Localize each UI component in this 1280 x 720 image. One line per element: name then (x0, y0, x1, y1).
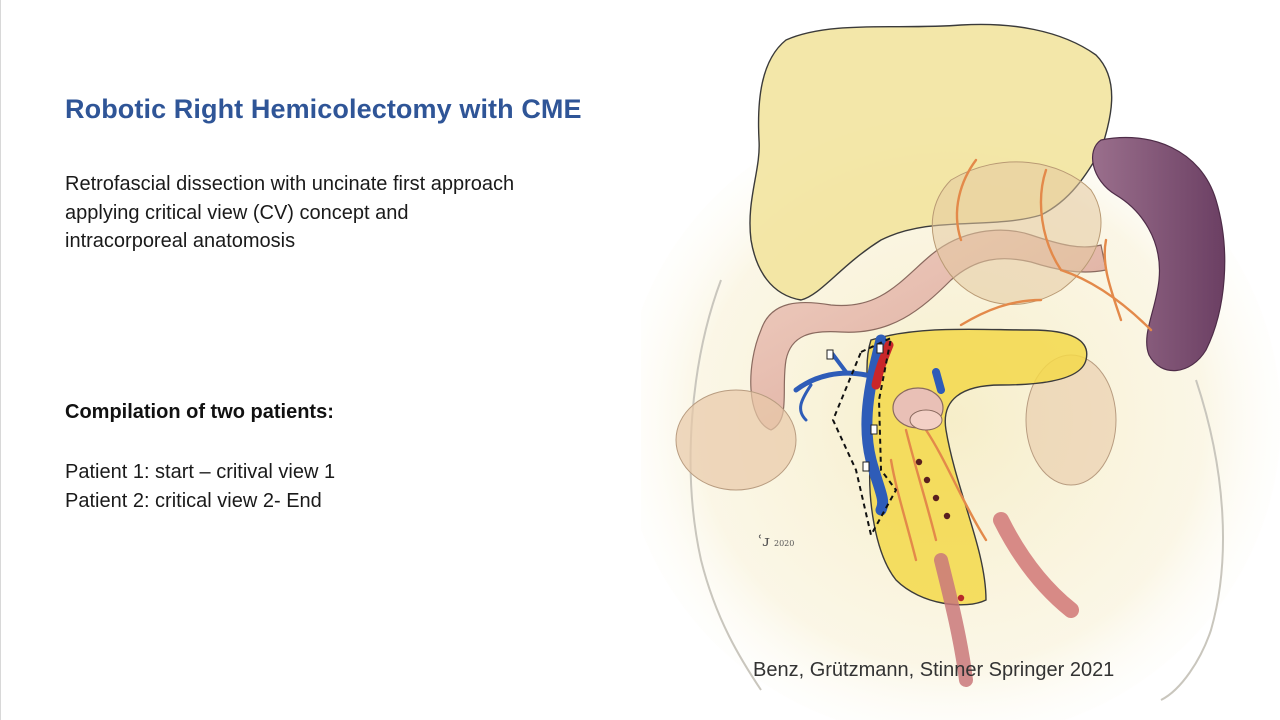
spleen (1092, 136, 1226, 372)
anatomy-illustration: ʿᴊ 2020 (641, 23, 1280, 720)
artist-signature-year: 2020 (774, 539, 794, 548)
citation: Benz, Grützmann, Stinner Springer 2021 (753, 659, 1115, 681)
vein-branch-4 (932, 368, 945, 394)
inferior-vena-cava (934, 553, 973, 687)
critical-view-outline (831, 336, 898, 538)
slide-title: Robotic Right Hemicolectomy with CME (65, 94, 582, 124)
vein-branch-3 (799, 383, 813, 422)
surgical-clips (826, 343, 884, 472)
abdominal-outline-right (1160, 379, 1224, 701)
description-line-2: applying critical view (CV) concept and (65, 201, 409, 224)
lymph-nodes (915, 458, 965, 602)
compilation-heading: Compilation of two patients: (65, 401, 334, 423)
superior-mesenteric-vein (861, 334, 889, 516)
aorta (993, 512, 1079, 618)
description-line-1: Retrofascial dissection with uncinate fi… (65, 173, 515, 195)
patient-list: Patient 1: start – critival view 1 Patie… (65, 458, 335, 516)
duodenum-opening (909, 409, 943, 431)
vein-branch-1 (793, 370, 869, 393)
patient-2-line: Patient 2: critical view 2- End (65, 490, 322, 512)
slide-description: Retrofascial dissection with uncinate fi… (65, 170, 625, 256)
artist-signature: ʿᴊ (758, 532, 770, 550)
abdominal-outline-left (689, 279, 762, 691)
patient-1-line: Patient 1: start – critival view 1 (65, 461, 336, 483)
arterial-branches (889, 158, 1153, 562)
superior-mesenteric-artery (871, 340, 894, 390)
description-line-3: intracorporeal anatomosis (65, 230, 296, 252)
right-kidney (675, 389, 797, 491)
